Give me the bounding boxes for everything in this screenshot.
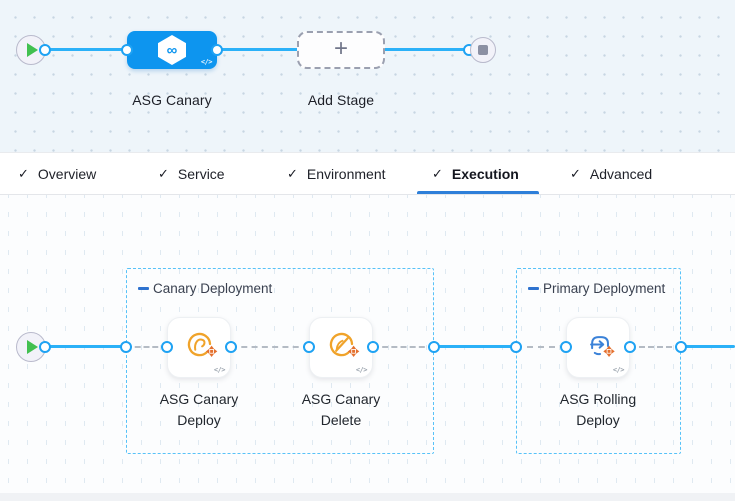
- tab-label: Environment: [306, 165, 386, 182]
- step-label: ASG Canary Deploy: [159, 391, 239, 428]
- asg-plus-icon: [347, 345, 360, 358]
- tab-service[interactable]: ✓ Service: [158, 153, 225, 194]
- add-stage-label: Add Stage: [307, 92, 375, 108]
- stage-node-asg-canary[interactable]: ∞ </>: [127, 31, 217, 69]
- group-title-text: Canary Deployment: [153, 281, 273, 296]
- asg-canary-deploy-icon: [187, 332, 218, 358]
- step-label: ASG Rolling Deploy: [559, 391, 637, 428]
- code-icon: </>: [200, 58, 213, 66]
- group-title-primary: Primary Deployment: [528, 281, 665, 296]
- step-port[interactable]: [225, 341, 237, 353]
- stage-right-port[interactable]: [211, 44, 223, 56]
- play-icon: [27, 340, 38, 354]
- step-port[interactable]: [624, 341, 636, 353]
- group-edge-port[interactable]: [428, 341, 440, 353]
- group-title-canary: Canary Deployment: [138, 281, 272, 296]
- group-edge-port[interactable]: [510, 341, 522, 353]
- step-port[interactable]: [303, 341, 315, 353]
- check-icon: ✓: [570, 165, 581, 181]
- code-icon: </>: [355, 366, 368, 374]
- exec-start-port[interactable]: [39, 341, 51, 353]
- check-icon: ✓: [287, 165, 298, 181]
- stage-left-port[interactable]: [121, 44, 133, 56]
- step-group-canary-deployment[interactable]: [126, 268, 434, 454]
- step-dashed-connector: [373, 346, 434, 348]
- step-card-asg-canary-delete[interactable]: </>: [309, 317, 373, 378]
- group-edge-port[interactable]: [120, 341, 132, 353]
- asg-plus-icon: [205, 345, 218, 358]
- asg-plus-icon: [603, 345, 615, 358]
- step-port[interactable]: [560, 341, 572, 353]
- code-icon: </>: [612, 366, 625, 374]
- add-stage-button[interactable]: +: [297, 31, 385, 69]
- step-dashed-connector: [516, 346, 566, 348]
- check-icon: ✓: [18, 165, 29, 181]
- step-port[interactable]: [161, 341, 173, 353]
- tab-label: Advanced: [589, 165, 653, 182]
- asg-rolling-deploy-icon: [590, 336, 615, 358]
- infinity-glyph: ∞: [166, 41, 178, 59]
- step-port[interactable]: [367, 341, 379, 353]
- step-dashed-connector: [630, 346, 681, 348]
- horizontal-scrollbar[interactable]: [0, 493, 735, 501]
- step-card-asg-rolling-deploy[interactable]: </>: [566, 317, 630, 378]
- stage-pipeline-canvas: ∞ </> ASG Canary + Add Stage: [0, 0, 735, 152]
- tab-execution[interactable]: ✓ Execution: [432, 153, 519, 194]
- check-icon: ✓: [432, 165, 443, 181]
- tab-label: Execution: [451, 165, 519, 182]
- start-node-port[interactable]: [39, 44, 51, 56]
- group-edge-port[interactable]: [675, 341, 687, 353]
- plus-icon: +: [333, 35, 348, 62]
- stage-tab-bar: ✓ Overview ✓ Service ✓ Environment ✓ Exe…: [0, 152, 735, 195]
- asg-canary-delete-icon: [329, 332, 360, 358]
- tab-label: Service: [177, 165, 225, 182]
- exec-connector-line: [45, 345, 126, 348]
- tab-advanced[interactable]: ✓ Advanced: [570, 153, 652, 194]
- stage-connector-line: [45, 48, 483, 51]
- step-dashed-connector: [231, 346, 309, 348]
- stop-icon: [478, 45, 488, 55]
- exec-connector-line: [681, 345, 735, 348]
- active-tab-underline: [417, 191, 539, 194]
- tab-overview[interactable]: ✓ Overview: [18, 153, 96, 194]
- code-icon: </>: [213, 366, 226, 374]
- step-dashed-connector: [126, 346, 167, 348]
- group-title-dash-icon: [528, 287, 539, 290]
- group-title-dash-icon: [138, 287, 149, 290]
- step-card-asg-canary-deploy[interactable]: </>: [167, 317, 231, 378]
- exec-connector-line: [434, 345, 516, 348]
- cd-hexagon-infinity-icon: ∞: [158, 35, 186, 65]
- step-group-primary-deployment[interactable]: [516, 268, 681, 454]
- stage-label: ASG Canary: [132, 92, 212, 108]
- tab-environment[interactable]: ✓ Environment: [287, 153, 386, 194]
- pipeline-end-node: [470, 37, 496, 63]
- play-icon: [27, 43, 38, 57]
- check-icon: ✓: [158, 165, 169, 181]
- group-title-text: Primary Deployment: [543, 281, 666, 296]
- tab-label: Overview: [37, 165, 97, 182]
- step-label: ASG Canary Delete: [301, 391, 381, 428]
